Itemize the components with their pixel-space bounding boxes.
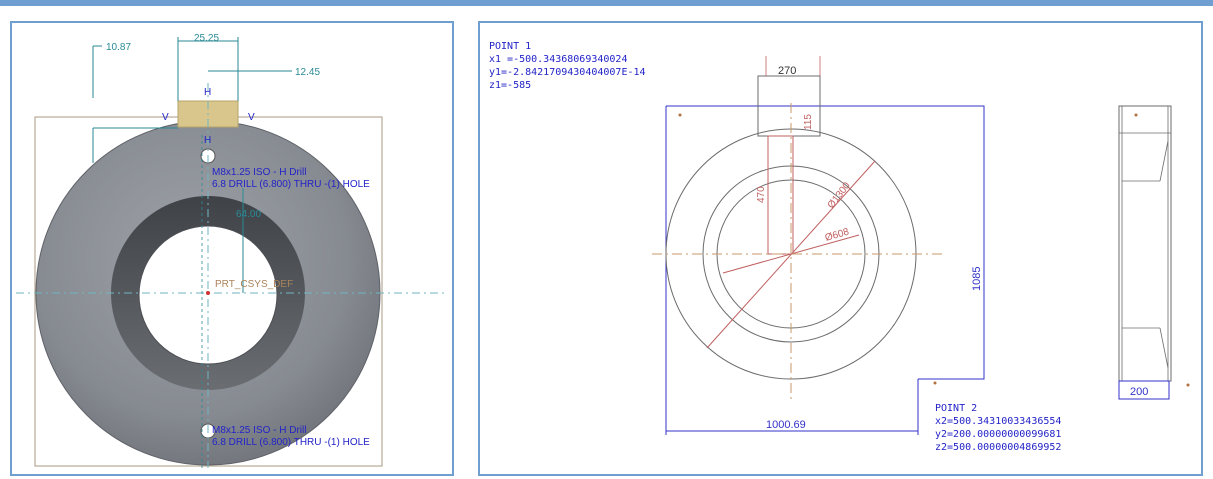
marker-v-left: V bbox=[162, 112, 169, 123]
hole-note-top-line2[interactable]: 6.8 DRILL (6.800) THRU -(1) HOLE bbox=[212, 179, 370, 190]
overall-outline-dim bbox=[666, 105, 985, 380]
point-marker-2 bbox=[933, 381, 937, 385]
csys-label[interactable]: PRT_CSYS_DEF bbox=[215, 279, 293, 290]
point2-z: z2=500.00000004869952 bbox=[935, 442, 1061, 453]
dim-dia-1300[interactable]: Ø1300 bbox=[826, 180, 853, 211]
origin-point bbox=[206, 291, 210, 295]
dim-height[interactable]: 1085 bbox=[971, 267, 983, 291]
hole-note-top-line1[interactable]: M8x1.25 ISO - H Drill bbox=[212, 167, 306, 178]
dim-side-width[interactable]: 200 bbox=[1130, 386, 1148, 398]
dim-tab-width[interactable]: 270 bbox=[778, 65, 796, 77]
red-470-box bbox=[767, 135, 794, 255]
top-border bbox=[0, 0, 1213, 6]
right-drawing-viewport[interactable]: POINT 1 x1 =-500.34368069340024 y1=-2.84… bbox=[478, 21, 1203, 476]
left-cad-viewport[interactable]: 10.87 25.25 12.45 64.00 H H V V M8x1.25 … bbox=[10, 21, 454, 476]
marker-h-top: H bbox=[204, 87, 211, 98]
right-drawing-canvas[interactable]: POINT 1 x1 =-500.34368069340024 y1=-2.84… bbox=[480, 23, 1201, 474]
diameter-608-line bbox=[722, 234, 860, 274]
dim-470[interactable]: 470 bbox=[756, 186, 767, 203]
hole-note-bottom-line2[interactable]: 6.8 DRILL (6.800) THRU -(1) HOLE bbox=[212, 437, 370, 448]
point2-y: y2=200.00000000099681 bbox=[935, 429, 1061, 440]
marker-v-right: V bbox=[248, 112, 255, 123]
dim-width[interactable]: 1000.69 bbox=[766, 419, 806, 431]
point2-title: POINT 2 bbox=[935, 403, 977, 414]
marker-h-bottom: H bbox=[204, 135, 211, 146]
point1-x: x1 =-500.34368069340024 bbox=[489, 54, 627, 65]
side-view-chamfer-2 bbox=[1159, 327, 1169, 369]
left-cad-canvas[interactable]: 10.87 25.25 12.45 64.00 H H V V M8x1.25 … bbox=[12, 23, 452, 474]
hole-note-bottom-line1[interactable]: M8x1.25 ISO - H Drill bbox=[212, 425, 306, 436]
point2-x: x2=500.34310033436554 bbox=[935, 416, 1061, 427]
side-view-chamfer-1 bbox=[1159, 140, 1169, 182]
point-marker-1 bbox=[678, 113, 682, 117]
point1-y: y1=-2.8421709430404007E-14 bbox=[489, 67, 646, 78]
dim-64[interactable]: 64.00 bbox=[236, 209, 261, 220]
side-width-dim-box bbox=[1118, 380, 1170, 400]
dim-12-45[interactable]: 12.45 bbox=[295, 67, 320, 78]
point1-title: POINT 1 bbox=[489, 41, 531, 52]
point-marker-3 bbox=[1186, 383, 1190, 387]
side-view-outline[interactable] bbox=[1118, 105, 1172, 382]
dim-tab-height[interactable]: 115 bbox=[803, 114, 814, 130]
dim-10-87[interactable]: 10.87 bbox=[106, 42, 131, 53]
side-view-point bbox=[1134, 113, 1138, 117]
dim-25-25[interactable]: 25.25 bbox=[194, 33, 219, 44]
point1-z: z1=-585 bbox=[489, 80, 531, 91]
